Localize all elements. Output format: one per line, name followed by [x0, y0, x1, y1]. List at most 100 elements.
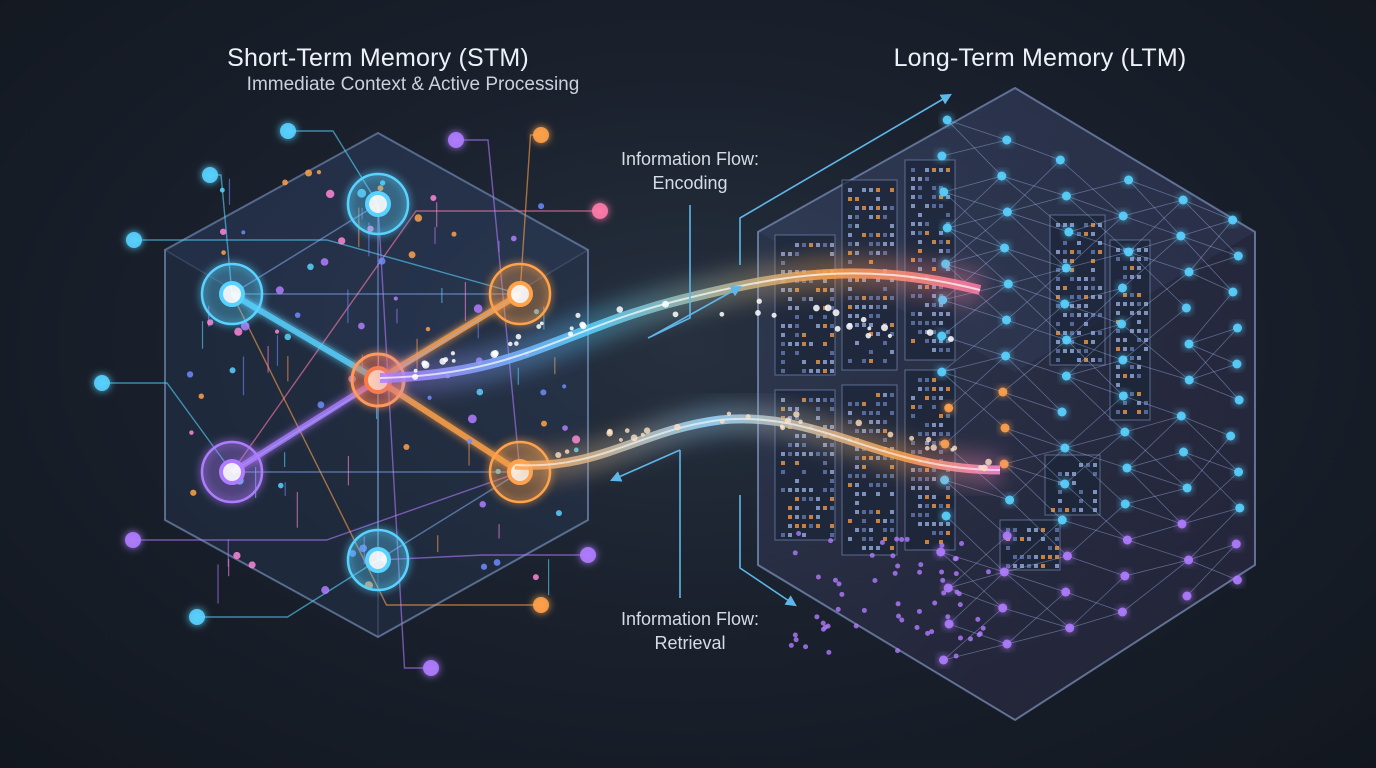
ltm-mesh-link	[940, 551, 1004, 609]
ltm-mesh-node	[1120, 571, 1130, 581]
ltm-panel-cell	[890, 233, 894, 237]
stream-spark	[771, 312, 777, 318]
ltm-mesh-link	[1065, 215, 1124, 269]
ltm-panel-cell	[918, 186, 922, 190]
ltm-panel-cell	[883, 429, 887, 433]
stream-spark	[846, 323, 853, 330]
ltm-panel-cell	[911, 486, 915, 490]
stm-dot	[427, 395, 432, 400]
ltm-panel-cell	[802, 360, 806, 364]
ltm-panel-cell	[816, 324, 820, 328]
ltm-panel-cell	[823, 470, 827, 474]
ltm-mesh-link	[944, 479, 1010, 501]
ltm-panel-cell	[925, 495, 929, 499]
stm-dot	[207, 319, 214, 326]
ltm-panel-cell	[918, 240, 922, 244]
ltm-mesh-dot	[796, 530, 802, 536]
stm-dot	[430, 194, 437, 202]
ltm-panel-cell	[1130, 275, 1134, 279]
ltm-panel-cell	[848, 537, 852, 541]
stream-spark	[726, 411, 732, 416]
ltm-mesh-node	[1001, 351, 1011, 361]
ltm-mesh-dot	[976, 632, 982, 638]
ltm-panel-cell	[830, 533, 834, 537]
ltm-panel-cell	[1070, 340, 1074, 344]
ltm-panel-cell	[1091, 331, 1095, 335]
ltm-mesh-dot	[932, 600, 938, 606]
ltm-mesh-link	[1066, 251, 1129, 269]
ltm-panel-cell	[869, 546, 873, 550]
ltm-panel-cell	[1013, 564, 1017, 568]
ltm-panel-cell	[816, 452, 820, 456]
ltm-panel-cell	[830, 497, 834, 501]
ltm-panel-cell	[1051, 508, 1055, 512]
ltm-panel-cell	[795, 497, 799, 501]
ltm-panel-cell	[932, 432, 936, 436]
ltm-panel-cell	[795, 243, 799, 247]
ltm-mesh-node	[1062, 551, 1072, 561]
stm-dot	[321, 586, 330, 595]
ltm-mesh-dot	[918, 562, 924, 568]
ltm-panel-cell	[823, 315, 827, 319]
ltm-panel-cell	[869, 314, 873, 318]
ltm-panel-cell	[795, 407, 799, 411]
ltm-panel-cell	[1055, 537, 1059, 541]
ltm-panel-cell	[1137, 392, 1141, 396]
ltm-mesh-link	[1066, 195, 1129, 253]
ltm-mesh-node	[1061, 191, 1071, 201]
ltm-mesh-link	[1123, 215, 1181, 237]
ltm-panel-cell	[1144, 257, 1148, 261]
ltm-mesh-dot	[980, 625, 986, 631]
ltm-panel-cell	[911, 258, 915, 262]
ltm-panel-cell	[869, 332, 873, 336]
ltm-panel-cell	[869, 528, 873, 532]
stream-spark	[619, 437, 623, 442]
ltm-panel-cell	[781, 324, 785, 328]
ltm-panel-cell	[823, 452, 827, 456]
ltm-mesh-link	[941, 319, 1007, 373]
stm-dot	[294, 312, 301, 318]
ltm-panel-cell	[890, 519, 894, 523]
retrieval-arrows	[609, 449, 797, 607]
ltm-mesh-dot	[836, 581, 842, 587]
ltm-panel-cell	[795, 479, 799, 483]
ltm-panel-cell	[1056, 277, 1060, 281]
ltm-panel-cell	[1084, 286, 1088, 290]
stream-spark	[824, 304, 832, 312]
ltm-panel-cell	[1091, 232, 1095, 236]
ltm-mesh-link	[1066, 375, 1126, 433]
ltm-panel-cell	[1123, 401, 1127, 405]
ltm-panel-cell	[911, 339, 915, 343]
ltm-mesh-link	[1182, 199, 1239, 257]
ltm-mesh-link	[943, 191, 1008, 213]
ltm-mesh-link	[1008, 283, 1065, 305]
ltm-panel-cell	[848, 224, 852, 228]
stream-spark	[616, 306, 624, 313]
ltm-mesh-link	[1005, 355, 1063, 413]
ltm-panel-cell	[883, 420, 887, 424]
ltm-panel-cell	[1137, 302, 1141, 306]
ltm-mesh-dot	[853, 623, 859, 629]
retrieval-label-line2: Retrieval	[654, 633, 726, 653]
ltm-panel-cell	[855, 528, 859, 532]
stm-dot	[358, 322, 365, 330]
ltm-panel-cell	[781, 369, 785, 373]
ltm-mesh-link	[1064, 483, 1128, 541]
ltm-panel-cell	[848, 251, 852, 255]
ltm-panel-cell	[1130, 347, 1134, 351]
ltm-mesh-link	[941, 283, 1009, 337]
ltm-mesh-node	[1118, 211, 1128, 221]
ltm-panel-cell	[802, 515, 806, 519]
ltm-mesh-link	[1067, 555, 1126, 577]
ltm-panel-cell	[830, 252, 834, 256]
ltm-mesh-node	[1003, 279, 1013, 289]
ltm-panel-cell	[1144, 311, 1148, 315]
ltm-mesh-link	[1188, 343, 1240, 401]
stm-title: Short-Term Memory (STM)	[227, 44, 529, 72]
ltm-mesh-dot	[975, 616, 981, 622]
ltm-mesh-link	[1006, 627, 1070, 645]
ltm-panel-cell	[848, 411, 852, 415]
ltm-panel-cell	[809, 369, 813, 373]
ltm-mesh-dot	[967, 636, 973, 642]
